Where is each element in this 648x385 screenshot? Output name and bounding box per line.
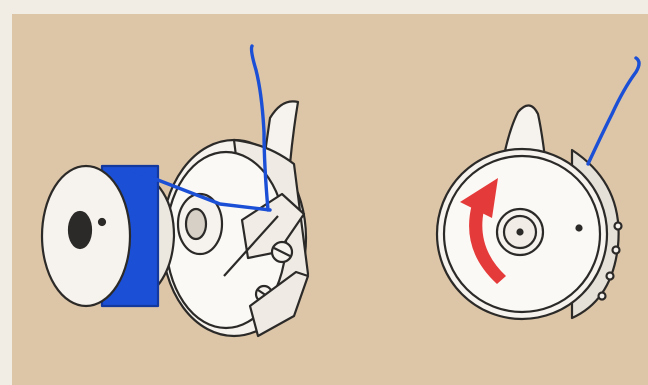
case-rivet-3 [607, 273, 614, 280]
bobbin-case-hub-hole [186, 209, 206, 239]
case-rivet-2 [613, 247, 620, 254]
illustration-panel [12, 14, 648, 385]
case-small-dot [577, 226, 582, 231]
bobbin-center-hole [69, 212, 91, 248]
case-hub-dot [518, 230, 523, 235]
bobbin [42, 166, 174, 306]
case-rivet-4 [599, 293, 606, 300]
case-rivet-1 [615, 223, 622, 230]
bobbin-pin-hole [99, 219, 105, 225]
